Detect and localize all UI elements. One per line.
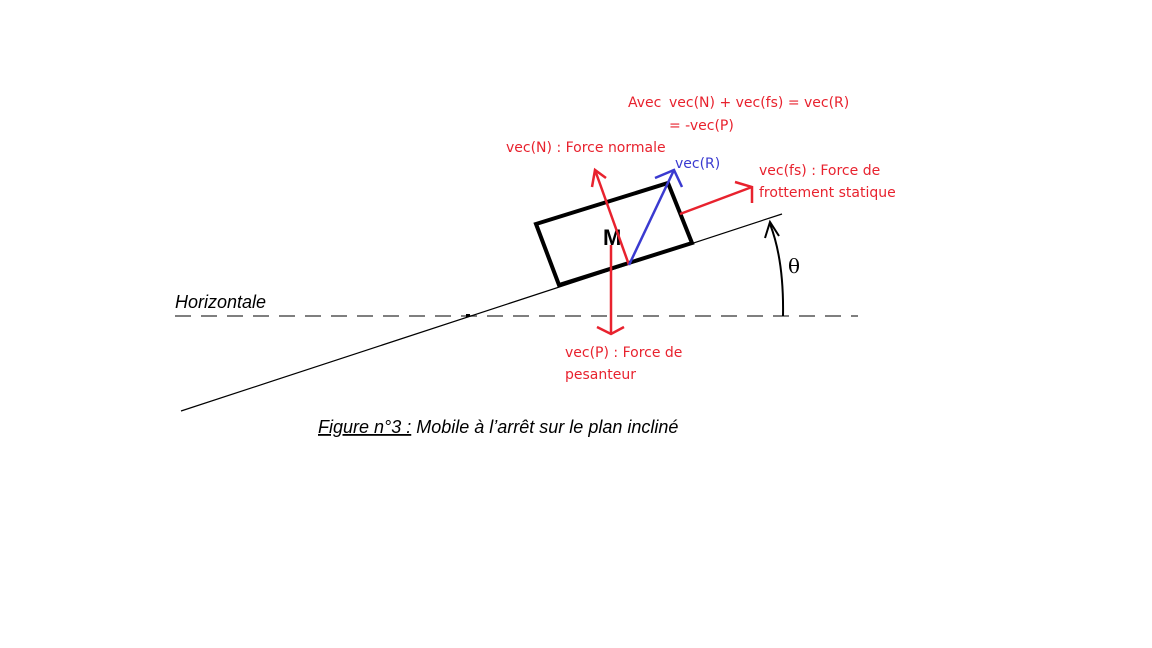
resultant-vector <box>627 169 676 266</box>
resultant-label: vec(R) <box>675 156 720 172</box>
normal-label: vec(N) : Force normale <box>506 140 666 156</box>
normal-vector <box>593 169 631 266</box>
angle-arrow-head <box>764 219 780 239</box>
angle-arc <box>769 223 785 317</box>
weight-label-line1: vec(P) : Force de <box>565 345 682 361</box>
friction-vector <box>679 185 753 216</box>
equation-line2: = -vec(P) <box>669 118 734 134</box>
equation-line1: vec(N) + vec(fs) = vec(R) <box>669 95 849 111</box>
intersection-dot <box>466 314 470 317</box>
weight-label-line2: pesanteur <box>565 367 636 383</box>
weight-arrow-head <box>596 325 625 336</box>
friction-arrow-head <box>734 180 754 203</box>
mass-block <box>533 180 695 288</box>
angle-label: θ <box>788 254 800 278</box>
friction-label-line1: vec(fs) : Force de <box>759 163 880 179</box>
horizontal-label: Horizontale <box>175 292 266 312</box>
friction-label-line2: frottement statique <box>759 185 896 201</box>
caption-text: Mobile à l’arrêt sur le plan incliné <box>411 417 678 437</box>
resultant-arrow-head <box>654 168 684 188</box>
figure-caption: Figure n°3 : Mobile à l’arrêt sur le pla… <box>318 417 678 437</box>
caption-prefix: Figure n°3 : <box>318 417 411 437</box>
equation-prefix: Avec <box>628 95 661 111</box>
normal-arrow-head <box>590 167 607 188</box>
